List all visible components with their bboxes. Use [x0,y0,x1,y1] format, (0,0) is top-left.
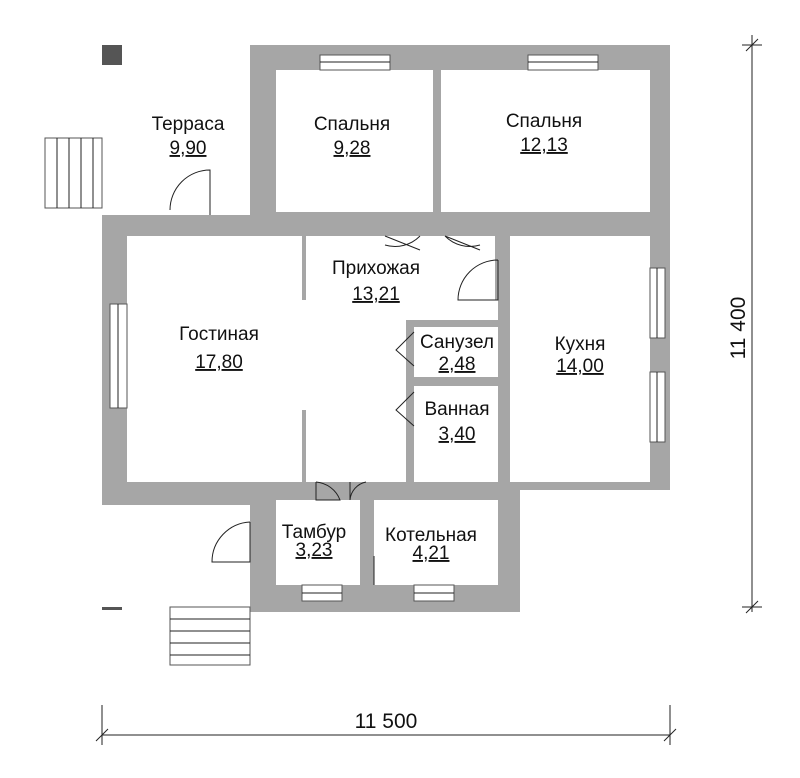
room-name-bedroom-2: Спальня [506,111,582,132]
dimension-height: 11 400 [727,35,762,614]
room-name-hallway: Прихожая [332,258,420,279]
room-interiors [102,45,650,607]
room-name-kitchen: Кухня [555,334,606,355]
room-name-terrace: Терраса [152,114,225,135]
windows [109,54,666,602]
dimension-width: 11 500 [95,705,677,745]
room-labels: Терраса 9,90 Спальня 9,28 Спальня 12,13 … [152,111,606,564]
door [315,481,341,501]
room-area-living-room: 17,80 [195,352,243,373]
room-name-living-room: Гостиная [179,324,259,345]
room-name-toilet: Санузел [420,332,494,353]
door [349,481,367,501]
door [395,331,415,367]
room-area-bathroom: 3,40 [439,424,476,445]
room-name-boiler-room: Котельная [385,525,477,546]
dimension-width-label: 11 500 [355,710,418,733]
door [444,235,481,251]
room-name-bedroom-1: Спальня [314,114,390,135]
room-area-terrace: 9,90 [170,138,207,159]
room-area-bedroom-1: 9,28 [334,138,371,159]
room-name-vestibule: Тамбур [282,522,347,543]
terrace-post [102,45,122,65]
room-area-hallway: 13,21 [352,284,400,305]
doors [169,169,499,585]
partitions [302,70,510,585]
room-area-boiler-room: 4,21 [413,543,450,564]
door [395,391,415,427]
door [457,259,499,301]
porch-stairs [169,606,251,666]
dimension-height-label: 11 400 [727,297,750,360]
door [211,521,251,563]
room-area-kitchen: 14,00 [556,356,604,377]
room-name-bathroom: Ванная [424,399,489,420]
room-area-vestibule: 3,23 [296,540,333,561]
door [169,169,211,215]
door [384,235,421,251]
room-area-toilet: 2,48 [439,354,476,375]
room-area-bedroom-2: 12,13 [520,135,568,156]
terrace-stairs [44,137,103,209]
